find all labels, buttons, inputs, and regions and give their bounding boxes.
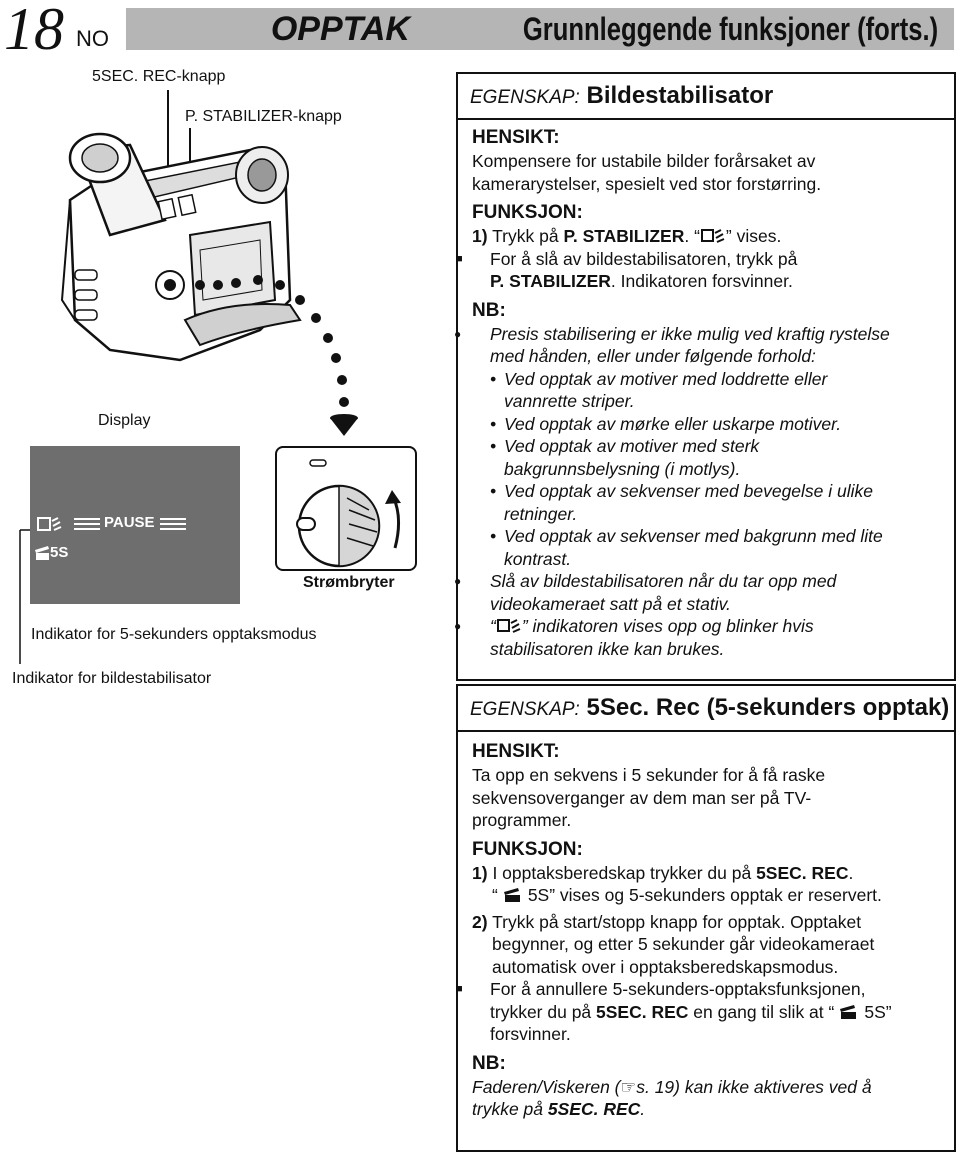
feature-name: Bildestabilisator	[586, 82, 774, 109]
fivesec-heading: EGENSKAP: 5Sec. Rec (5-sekunders opptak)	[458, 686, 954, 732]
function-heading: FUNKSJON:	[472, 202, 583, 223]
step-1: 1) I opptaksberedskap trykker du på 5SEC…	[472, 862, 854, 883]
stabilizer-icon	[700, 229, 725, 243]
nb-subitem: Ved opptak av motiver med sterkbakgrunns…	[490, 435, 954, 480]
label-stabilizer-button: P. STABILIZER-knapp	[185, 108, 342, 125]
feature-kicker: EGENSKAP:	[470, 699, 580, 720]
clapper-icon	[503, 888, 520, 902]
page-language: NO	[76, 26, 109, 51]
label-5sec-indicator: Indikator for 5-sekunders opptaksmodus	[31, 626, 317, 643]
nb-item: Slå av bildestabilisatoren når du tar op…	[454, 570, 954, 615]
stabilizer-icon	[496, 619, 521, 633]
power-switch-illustration	[275, 446, 417, 571]
nb-heading: NB:	[472, 299, 506, 321]
stabilizer-off-note: For å slå av bildestabilisatoren, trykk …	[456, 248, 954, 293]
pointing-hand-icon: ☞	[620, 1076, 637, 1097]
display-screen: PAUSE 5S	[30, 446, 240, 604]
label-5sec-rec-button: 5SEC. REC-knapp	[92, 68, 226, 85]
step-2: 2) Trykk på start/stopp knapp for opptak…	[472, 911, 875, 977]
purpose-line: kamerarystelser, spesielt ved stor forst…	[472, 173, 822, 194]
nb-subitem: Ved opptak av sekvenser med bevegelse i …	[490, 480, 954, 525]
nb-heading: NB:	[472, 1052, 506, 1074]
clapper-osd-icon	[35, 546, 49, 560]
title-bar: OPPTAK Grunnleggende funksjoner (forts.)	[126, 8, 954, 50]
pause-osd: PAUSE	[74, 514, 186, 534]
nb-subitem: Ved opptak av sekvenser med bakgrunn med…	[490, 525, 954, 570]
stabilizer-panel: EGENSKAP: Bildestabilisator HENSIKT: Kom…	[454, 72, 956, 681]
fivesec-osd-label: 5S	[50, 544, 69, 561]
purpose-line: Ta opp en sekvens i 5 sekunder for å få …	[472, 765, 826, 785]
camcorder-illustration	[19, 90, 358, 664]
stabilizer-heading: EGENSKAP: Bildestabilisator	[458, 74, 954, 120]
feature-name: 5Sec. Rec (5-sekunders opptak)	[586, 694, 950, 721]
nb-item: “” indikatoren vises opp og blinker hvis…	[454, 615, 954, 660]
purpose-heading: HENSIKT:	[472, 741, 560, 762]
purpose-line: sekvensoverganger av dem man ser på TV-	[472, 787, 812, 808]
label-power-switch: Strømbryter	[303, 574, 395, 591]
label-display: Display	[98, 412, 151, 429]
page-number: 18	[4, 0, 64, 62]
label-stabilizer-indicator: Indikator for bildestabilisator	[12, 670, 212, 687]
step-1-detail: “5S” vises og 5-sekunders opptak er rese…	[492, 885, 882, 905]
nb-subitem: Ved opptak av mørke eller uskarpe motive…	[490, 413, 954, 436]
purpose-line: programmer.	[472, 810, 572, 830]
function-heading: FUNKSJON:	[472, 838, 583, 860]
nb-item: Presis stabilisering er ikke mulig ved k…	[454, 323, 954, 368]
feature-kicker: EGENSKAP:	[470, 87, 580, 108]
page-title: OPPTAK	[270, 10, 410, 48]
purpose-heading: HENSIKT:	[472, 127, 560, 148]
cancel-note: For å annullere 5-sekunders-opptaksfunks…	[456, 978, 954, 1046]
step-1: 1) Trykk på P. STABILIZER. “” vises.	[472, 226, 782, 246]
purpose-line: Kompensere for ustabile bilder forårsake…	[472, 151, 816, 171]
page-subtitle: Grunnleggende funksjoner (forts.)	[522, 11, 938, 47]
stabilizer-osd-icon	[37, 517, 62, 531]
nb-note: Faderen/Viskeren (☞s. 19) kan ikke aktiv…	[472, 1076, 872, 1120]
pause-label: PAUSE	[104, 514, 155, 531]
clapper-icon	[840, 1004, 857, 1019]
nb-subitem: Ved opptak av motiver med loddrette elle…	[490, 368, 954, 413]
fivesec-panel: EGENSKAP: 5Sec. Rec (5-sekunders opptak)…	[456, 684, 956, 1152]
